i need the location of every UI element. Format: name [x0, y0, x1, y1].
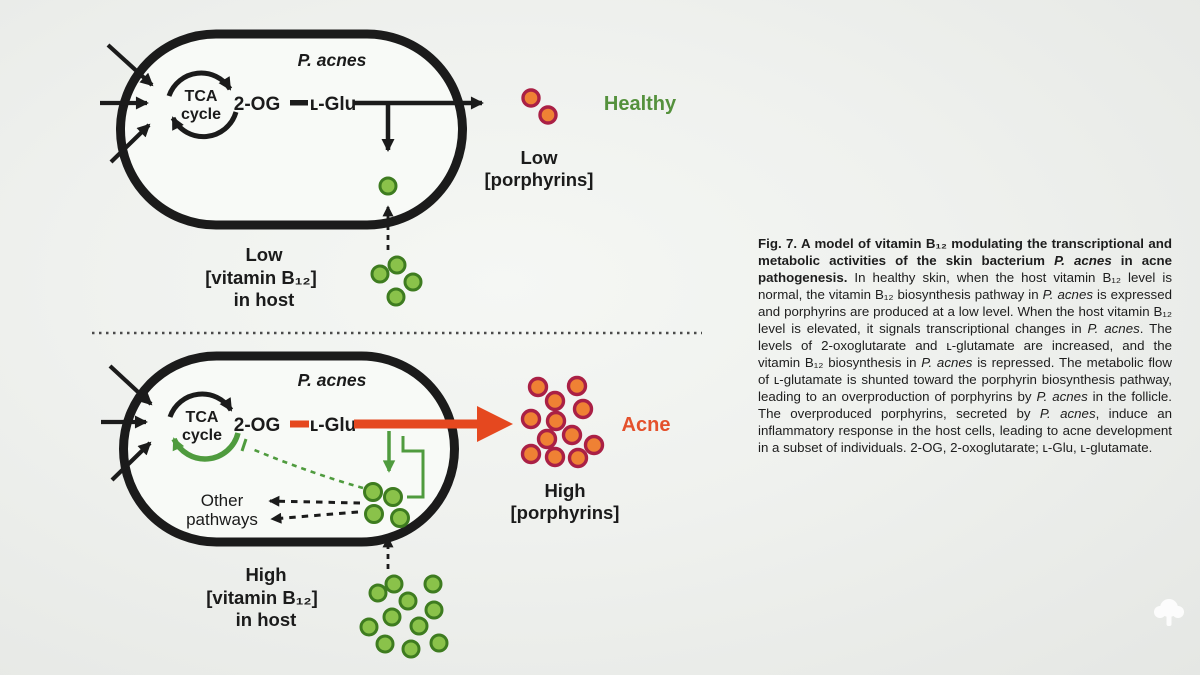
tca-label-line2: cycle [182, 427, 222, 444]
healthy-outcome-label: Healthy [604, 93, 677, 115]
caption-segment: is repressed. The metabolic flow of ʟ-gl… [758, 355, 1172, 404]
other-pathways-dashed-arrows [268, 495, 361, 524]
porphyrin-overproduction-arrow [354, 406, 513, 442]
caption-segment: , induce an inflammatory response in the… [758, 406, 1172, 455]
cell-species-label: P. acnes [298, 50, 367, 70]
low-vitamin-line3: in host [234, 289, 295, 310]
porphyrin-dots-low [521, 88, 558, 125]
nutrient-entry-arrows [100, 43, 154, 164]
b12-feedback-repression-loop [401, 436, 425, 499]
caption-segment: in acne pathogenesis. [758, 253, 1173, 285]
metabolite-lglu: ʟ-Glu [310, 94, 357, 115]
acne-panel: P. acnes TCA cycle 2-OG ʟ-Glu Other p [101, 351, 671, 659]
metabolite-2og: 2-OG [234, 415, 280, 436]
high-vitamin-line2: [vitamin B₁₂] [206, 587, 317, 608]
caption-segment: . The levels of 2-oxoglutarate and ʟ-glu… [758, 321, 1173, 370]
vitamin-b12-molecule [378, 176, 398, 196]
high-vitamin-line1: High [245, 564, 286, 585]
high-porphyrins-line2: [porphyrins] [511, 502, 620, 523]
figure-caption: Fig. 7. A model of vitamin B₁₂ modulatin… [758, 235, 1172, 456]
caption-segment: P. acnes [1036, 389, 1088, 404]
high-porphyrins-line1: High [544, 480, 585, 501]
metabolite-2og: 2-OG [234, 94, 280, 115]
low-porphyrins-line2: [porphyrins] [485, 169, 594, 190]
tca-return-green-arrow [171, 432, 241, 462]
tca-cycle-arrow-top [167, 391, 234, 418]
tca-label-line1: TCA [185, 88, 218, 105]
caption-segment: in the follicle. The overproduced porphy… [758, 389, 1172, 421]
low-vitamin-line1: Low [246, 244, 284, 265]
caption-segment: P. acnes [1054, 253, 1112, 268]
nutrient-entry-arrows [101, 364, 153, 482]
cell-species-label: P. acnes [298, 370, 367, 390]
vitamin-b12-dots-in-cell [363, 482, 410, 528]
other-pathways-line1: Other [201, 491, 244, 510]
caption-segment: P. acnes [1042, 287, 1093, 302]
porphyrin-dots-high [520, 375, 605, 469]
conversion-dash-high [290, 420, 309, 428]
acne-outcome-label: Acne [622, 414, 671, 436]
high-vitamin-line3: in host [236, 609, 297, 630]
bacterium-cell-outline [116, 29, 467, 230]
tca-cycle-arrows [166, 70, 239, 140]
vitamin-b12-dots-low [370, 255, 423, 307]
tca-label-line1: TCA [186, 409, 219, 426]
low-vitamin-line2: [vitamin B₁₂] [205, 267, 316, 288]
vitamin-b12-dots-high [359, 574, 449, 659]
healthy-panel: P. acnes TCA cycle 2-OG ʟ-Glu Healthy Lo… [100, 29, 677, 310]
caption-segment: In healthy skin, when the host vitamin B… [758, 270, 1172, 302]
inhibition-t-bar [240, 438, 248, 452]
caption-segment: is expressed and porphyrins are produced… [758, 287, 1172, 336]
tree-icon [1154, 599, 1184, 626]
caption-segment: P. acnes [921, 355, 973, 370]
tca-label-line2: cycle [181, 106, 221, 123]
low-porphyrins-line1: Low [521, 147, 559, 168]
conversion-dash-low [290, 100, 308, 106]
caption-segment: P. acnes [1087, 321, 1140, 336]
other-pathways-line2: pathways [186, 510, 258, 529]
metabolite-lglu: ʟ-Glu [310, 415, 357, 436]
caption-segment: P. acnes [1039, 406, 1096, 421]
caption-segment: Fig. 7. A model of vitamin B₁₂ modulatin… [758, 236, 1172, 268]
b12-inhibition-dashed-line [251, 447, 364, 490]
